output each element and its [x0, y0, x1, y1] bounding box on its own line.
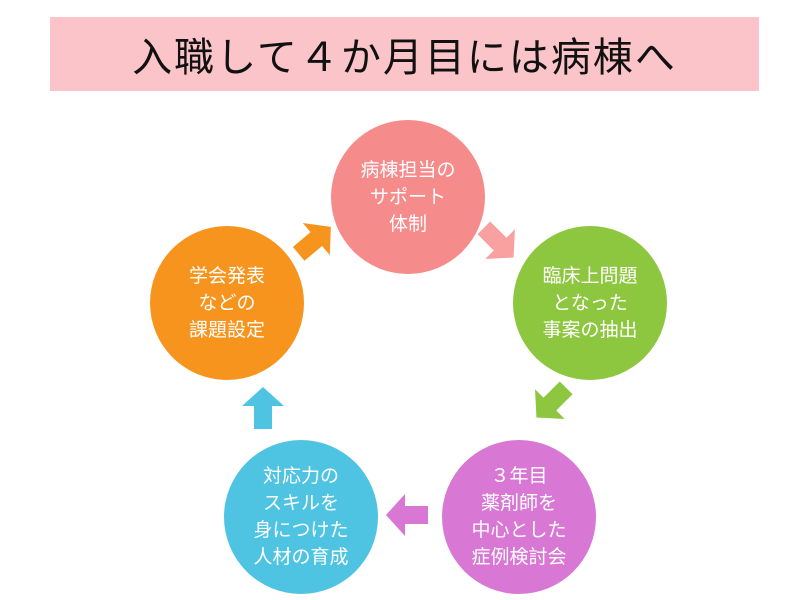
node-label: ３年目 薬剤師を 中心とした 症例検討会: [471, 465, 567, 568]
node-label: 臨床上問題 となった 事案の抽出: [542, 264, 638, 341]
title-bar: 入職して４か月目には病棟へ: [50, 17, 759, 91]
node-talent-development: 対応力の スキルを 身につけた 人材の育成: [224, 440, 378, 594]
arrow-shape: [477, 221, 515, 259]
arrow-down-left-icon: [535, 381, 573, 419]
node-label: 学会発表 などの 課題設定: [188, 264, 265, 341]
arrow-right-down-icon: [477, 221, 515, 259]
node-label: 対応力の スキルを 身につけた 人材の育成: [253, 465, 349, 568]
node-conference-topics: 学会発表 などの 課題設定: [150, 226, 304, 380]
arrow-shape: [292, 222, 331, 261]
node-issue-extraction: 臨床上問題 となった 事案の抽出: [513, 226, 667, 380]
arrow-shape: [242, 387, 284, 429]
page-title: 入職して４か月目には病棟へ: [132, 35, 677, 81]
node-label: 病棟担当の サポート 体制: [360, 158, 456, 235]
node-case-study: ３年目 薬剤師を 中心とした 症例検討会: [442, 440, 596, 594]
arrow-up-icon: [242, 387, 284, 429]
node-ward-support: 病棟担当の サポート 体制: [331, 120, 485, 274]
arrow-shape: [535, 381, 573, 419]
arrow-left-icon: [386, 494, 428, 536]
arrow-shape: [386, 494, 428, 536]
arrow-up-right-icon: [292, 222, 331, 261]
